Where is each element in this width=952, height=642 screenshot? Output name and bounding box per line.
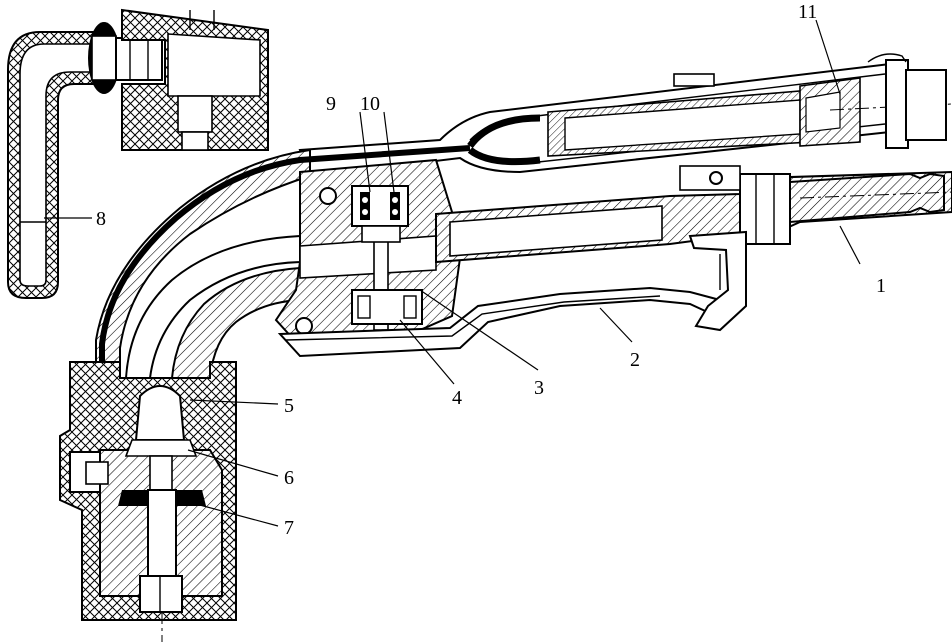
callout-7: 7 <box>284 517 294 539</box>
callout-labels: 1 2 3 4 5 6 7 8 9 10 11 <box>96 1 886 539</box>
leader-lines <box>44 19 861 527</box>
power-cable <box>99 145 471 470</box>
contact-pin-7 <box>147 489 177 581</box>
hose-fitting-nut <box>115 37 163 81</box>
barrel-end-cap <box>885 59 909 149</box>
trigger-lever <box>688 230 747 332</box>
callout-10: 10 <box>360 93 380 115</box>
trigger-handle <box>277 230 747 358</box>
callout-9: 9 <box>326 93 336 115</box>
hose-detail <box>7 8 269 299</box>
callout-8: 8 <box>96 208 106 230</box>
upper-barrel <box>298 53 952 178</box>
callout-4: 4 <box>452 387 462 409</box>
gooseneck <box>95 145 471 470</box>
cable-fork <box>467 114 541 149</box>
callout-6: 6 <box>284 467 294 489</box>
callout-1: 1 <box>876 275 886 297</box>
callout-3: 3 <box>534 377 544 399</box>
lower-connector <box>59 361 237 642</box>
valve-body <box>274 158 462 354</box>
callout-11: 11 <box>798 1 817 23</box>
callout-2: 2 <box>630 349 640 371</box>
nozzle-cap-5 <box>134 385 186 441</box>
callout-5: 5 <box>284 395 294 417</box>
hose-bore <box>19 43 101 287</box>
gas-inlet-tube <box>435 165 952 264</box>
